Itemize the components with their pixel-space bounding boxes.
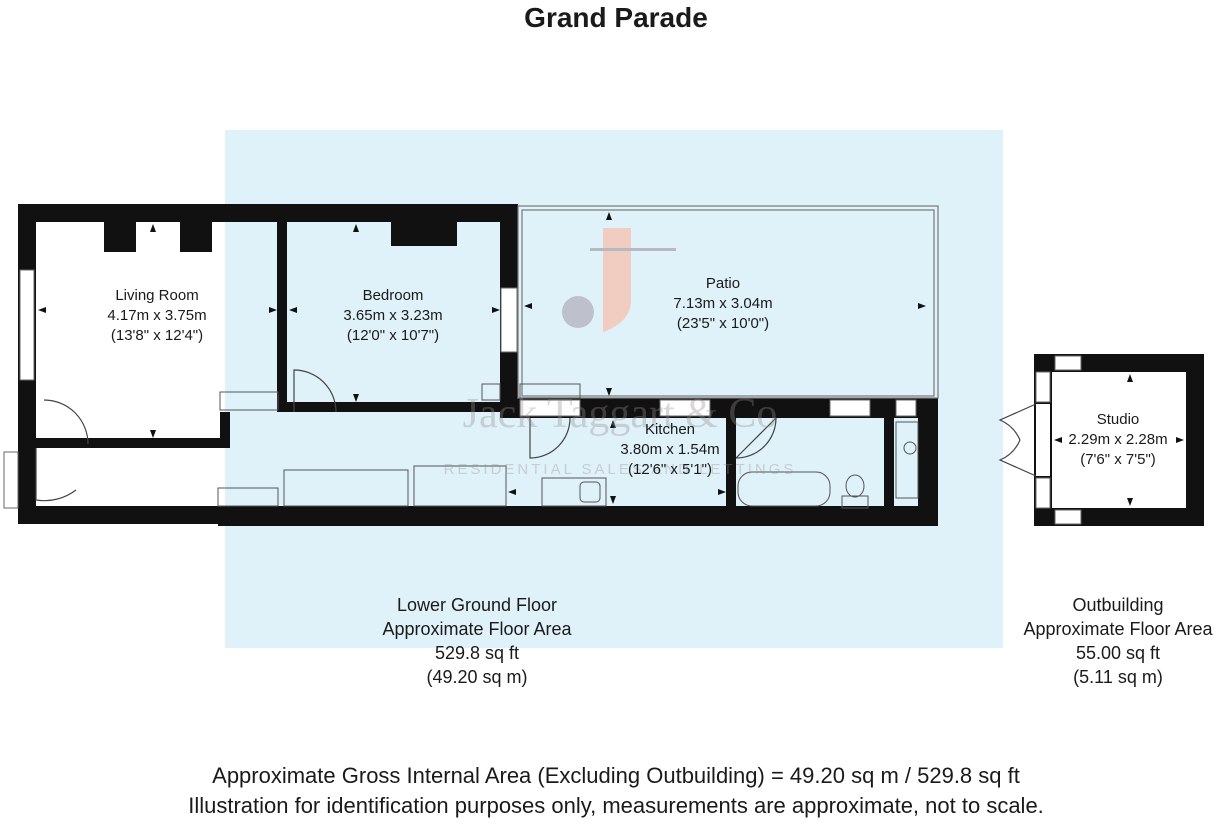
studio-openings — [1035, 355, 1082, 525]
room-imperial: (12'0" x 10'7") — [346, 327, 440, 344]
floor-sqft: 55.00 sq ft — [1075, 643, 1161, 663]
patio-outline — [517, 205, 939, 399]
floor-caption: Approximate Floor Area — [382, 619, 572, 639]
studio-dimension-arrows — [1054, 374, 1184, 506]
room-label-living: Living Room 4.17m x 3.75m (13'8" x 12'4"… — [82, 286, 232, 346]
watermark-tagline: RESIDENTIAL SALES AND LETTINGS — [443, 461, 797, 478]
room-metric: 7.13m x 3.04m — [673, 295, 773, 312]
door-swings — [35, 369, 777, 502]
floor-caption: Approximate Floor Area — [1023, 619, 1213, 639]
room-metric: 2.29m x 2.28m — [1068, 431, 1168, 448]
room-name: Bedroom — [362, 287, 424, 304]
fittings — [217, 383, 919, 509]
floor-area-lower: Lower Ground Floor Approximate Floor Are… — [327, 593, 627, 689]
room-metric: 4.17m x 3.75m — [107, 307, 207, 324]
room-label-studio: Studio 2.29m x 2.28m (7'6" x 7'5") — [1048, 410, 1188, 470]
room-name: Living Room — [115, 287, 199, 304]
jt-logo — [562, 228, 676, 332]
watermark-name: Jack Taggart & Co — [462, 391, 778, 437]
room-imperial: (23'5" x 10'0") — [676, 315, 770, 332]
floor-sqft: 529.8 sq ft — [434, 643, 520, 663]
floor-sqm: (5.11 sq m) — [1073, 667, 1163, 687]
room-label-patio: Patio 7.13m x 3.04m (23'5" x 10'0") — [648, 274, 798, 334]
room-metric: 3.80m x 1.54m — [620, 441, 720, 458]
room-imperial: (13'8" x 12'4") — [110, 327, 204, 344]
room-imperial: (7'6" x 7'5") — [1080, 451, 1156, 468]
floor-name: Outbuilding — [1072, 595, 1164, 615]
footer-disclaimer: Illustration for identification purposes… — [188, 793, 1044, 818]
windows — [19, 269, 917, 417]
room-label-kitchen: Kitchen 3.80m x 1.54m (12'6" x 5'1") — [595, 420, 745, 480]
dimension-arrows — [38, 212, 926, 504]
studio-door-swings — [998, 403, 1037, 477]
entrance-step — [3, 451, 19, 509]
room-name: Patio — [705, 275, 741, 292]
room-name: Kitchen — [644, 421, 696, 438]
page-title: Grand Parade — [524, 2, 708, 33]
room-name: Studio — [1096, 411, 1140, 428]
room-imperial: (12'6" x 5'1") — [628, 461, 712, 478]
floor-sqm: (49.20 sq m) — [426, 667, 528, 687]
room-label-bedroom: Bedroom 3.65m x 3.23m (12'0" x 10'7") — [318, 286, 468, 346]
floor-name: Lower Ground Floor — [396, 595, 558, 615]
footer-gross-area: Approximate Gross Internal Area (Excludi… — [212, 763, 1020, 788]
room-metric: 3.65m x 3.23m — [343, 307, 443, 324]
floor-area-outbuilding: Outbuilding Approximate Floor Area 55.00… — [1004, 593, 1232, 689]
